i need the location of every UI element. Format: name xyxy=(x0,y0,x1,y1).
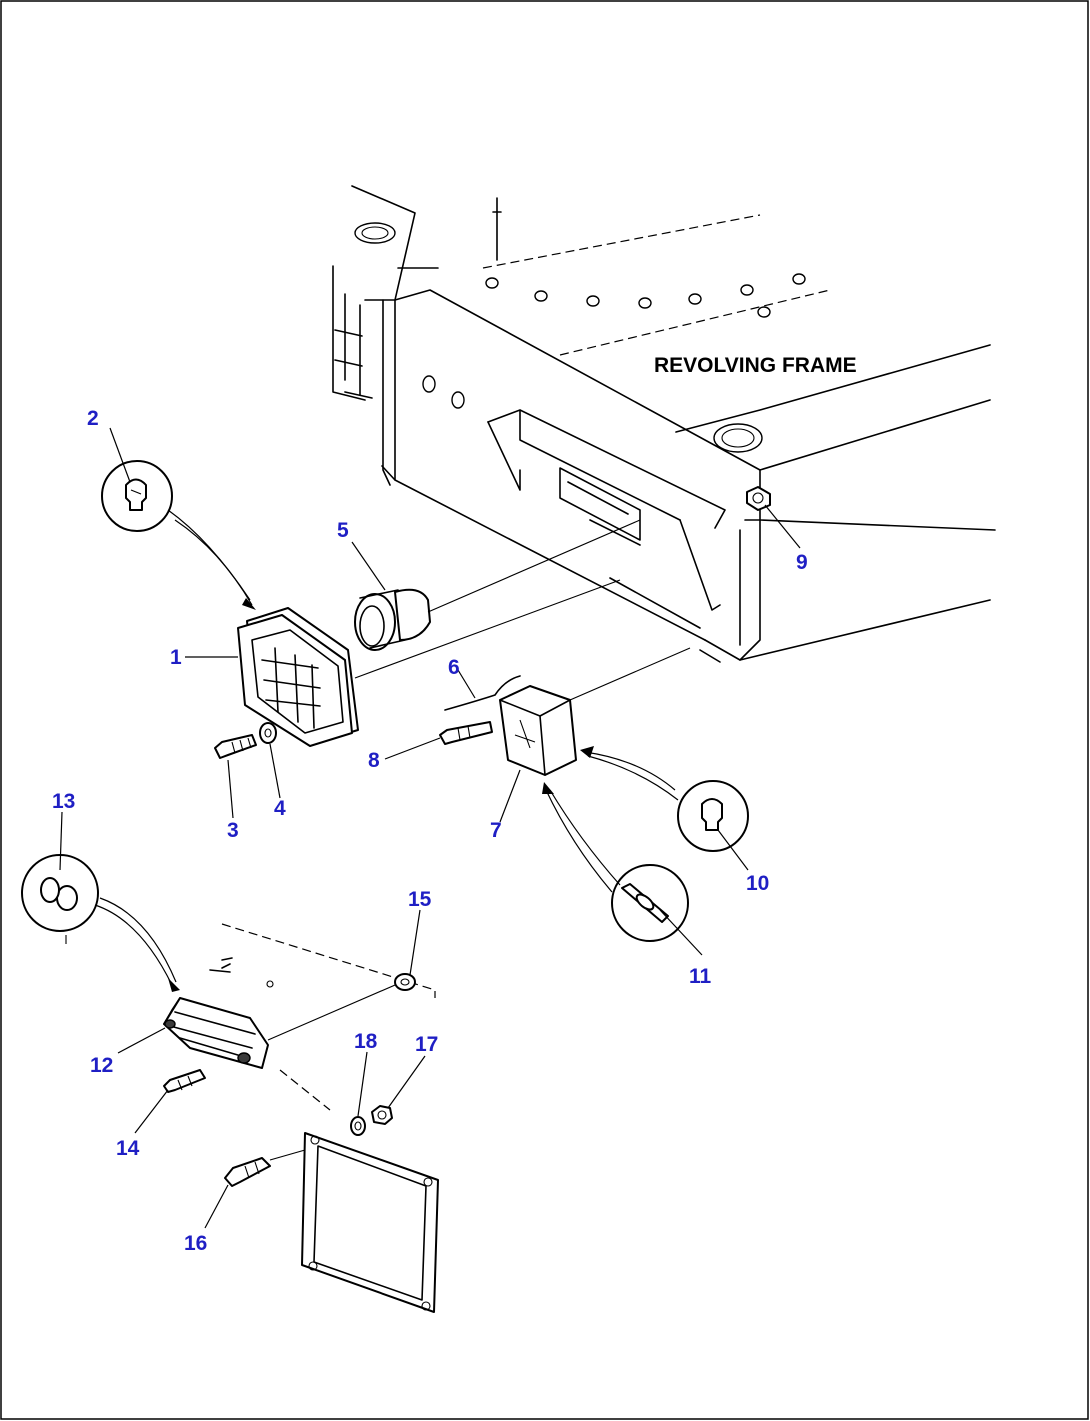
lamp-collar xyxy=(354,588,431,651)
rear-lamp-screw xyxy=(439,721,493,745)
rear-lamp-bulb-detail xyxy=(677,780,749,852)
license-plate-frame xyxy=(301,1132,439,1313)
license-lamp-bulb-detail xyxy=(21,854,99,932)
callout-13: 13 xyxy=(52,790,75,813)
callout-10: 10 xyxy=(746,872,769,895)
callout-8: 8 xyxy=(368,749,380,772)
license-lamp-screw xyxy=(163,1069,206,1093)
revolving-frame xyxy=(332,185,996,663)
license-lamp xyxy=(163,997,269,1069)
callout-14: 14 xyxy=(116,1137,140,1160)
lamp-bolt xyxy=(214,734,257,759)
callout-12: 12 xyxy=(90,1054,113,1077)
callout-15: 15 xyxy=(408,888,432,911)
callout-9: 9 xyxy=(796,551,808,574)
callout-6: 6 xyxy=(448,656,460,679)
revolving-frame-label: REVOLVING FRAME xyxy=(654,354,857,377)
license-lamp-bracket xyxy=(209,923,436,1111)
rear-lamp-wire xyxy=(444,675,521,711)
festoon-bulb-detail xyxy=(611,864,689,942)
work-lamp xyxy=(237,607,359,747)
callout-11: 11 xyxy=(689,965,712,988)
callout-1: 1 xyxy=(170,646,182,669)
plate-washer xyxy=(350,1116,366,1136)
callout-2: 2 xyxy=(87,407,99,430)
rear-lamp xyxy=(499,685,577,776)
callout-18: 18 xyxy=(354,1030,378,1053)
lamp-washer xyxy=(259,722,277,744)
leader-lines xyxy=(59,427,801,1229)
callout-17: 17 xyxy=(415,1033,438,1056)
plate-nut xyxy=(371,1105,393,1125)
license-lamp-nut xyxy=(394,973,416,991)
callout-16: 16 xyxy=(184,1232,207,1255)
callout-5: 5 xyxy=(337,519,349,542)
callout-4: 4 xyxy=(274,797,286,820)
work-lamp-bulb-detail xyxy=(101,460,173,532)
callout-3: 3 xyxy=(227,819,239,842)
license-plate-bolt xyxy=(224,1157,271,1187)
callout-7: 7 xyxy=(490,819,502,842)
